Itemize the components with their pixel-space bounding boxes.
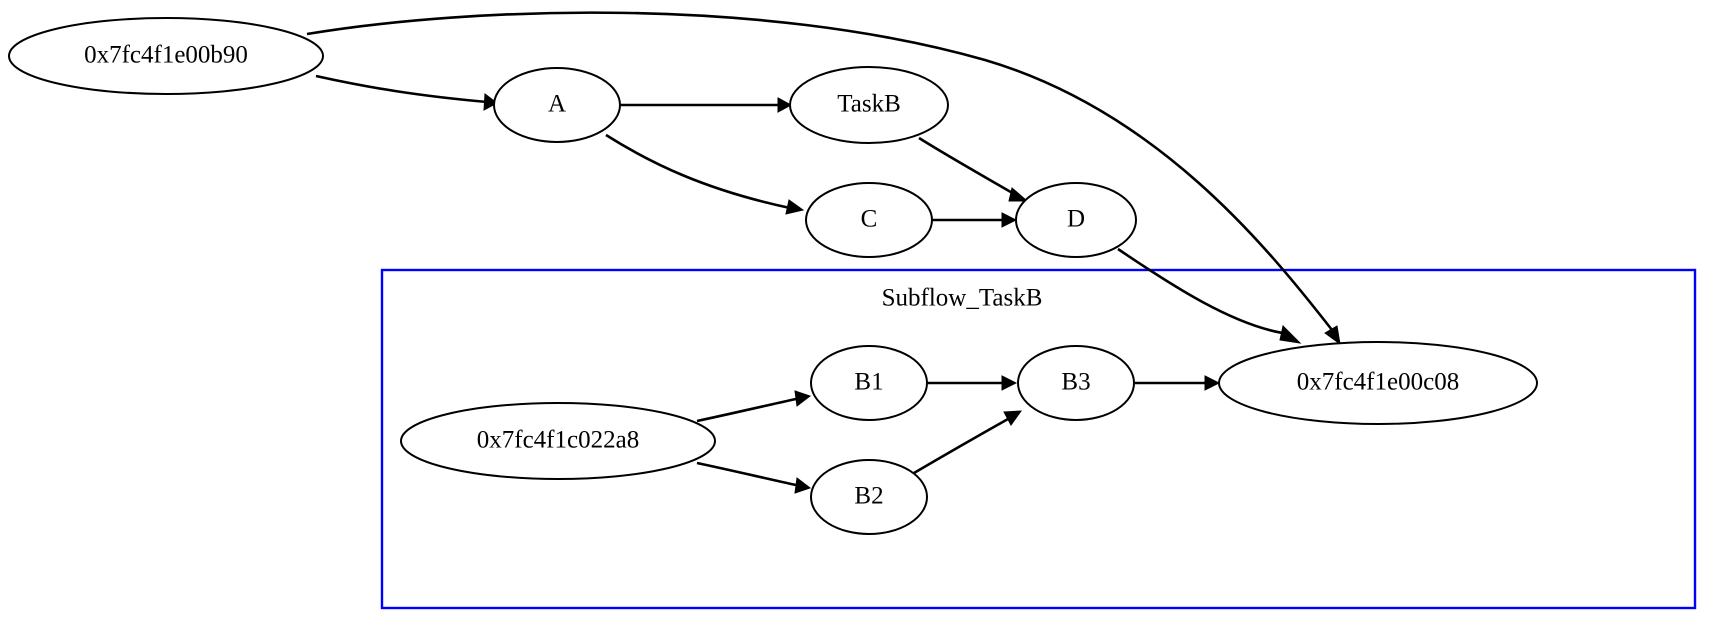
node-taskb[interactable]: TaskB <box>789 66 949 144</box>
edge-b2-to-b3-arrowhead <box>1003 410 1023 426</box>
node-b2[interactable]: B2 <box>810 459 928 535</box>
edge-b1-to-b3 <box>928 375 1018 391</box>
edge-b3-to-subend <box>1135 375 1221 391</box>
node-taskb-label: TaskB <box>837 91 901 118</box>
node-sub-start-label: 0x7fc4f1c022a8 <box>477 427 639 454</box>
node-b3[interactable]: B3 <box>1017 345 1135 421</box>
edge-substart-to-b2 <box>696 461 812 494</box>
node-b1-ellipse[interactable] <box>810 345 928 421</box>
edge-b2-to-b3 <box>913 410 1023 475</box>
node-b3-label: B3 <box>1061 369 1090 396</box>
edge-start-to-a-line <box>315 74 488 104</box>
edge-d-to-subend-arrowhead <box>1279 324 1302 344</box>
edge-d-to-subend-line <box>1117 247 1291 336</box>
edge-start-to-subend-line <box>306 11 1334 331</box>
node-sub-end-label: 0x7fc4f1e00c08 <box>1297 369 1459 396</box>
edge-b2-to-b3-line <box>913 417 1009 475</box>
edge-b3-to-subend-arrowhead <box>1204 375 1221 391</box>
edge-taskb-to-d <box>918 136 1029 202</box>
edge-substart-to-b1-line <box>696 397 797 423</box>
edge-substart-to-b1 <box>696 390 812 423</box>
edge-d-to-subend <box>1117 247 1302 344</box>
node-start[interactable]: 0x7fc4f1e00b90 <box>8 17 324 95</box>
node-b2-ellipse[interactable] <box>810 459 928 535</box>
node-start-label: 0x7fc4f1e00b90 <box>84 42 248 69</box>
edge-a-to-c-arrowhead <box>785 199 805 215</box>
cluster-subflow-border <box>380 268 1697 610</box>
node-d-ellipse[interactable] <box>1015 182 1137 258</box>
node-sub-start[interactable]: 0x7fc4f1c022a8 <box>400 402 716 480</box>
node-d[interactable]: D <box>1015 182 1137 258</box>
edge-start-to-a <box>315 74 498 111</box>
edge-a-to-taskb-arrowhead <box>777 97 793 113</box>
edge-start-to-a-arrowhead <box>483 93 498 111</box>
node-sub-end-ellipse[interactable] <box>1218 341 1538 425</box>
node-start-ellipse[interactable] <box>8 17 324 95</box>
edge-start-to-subend-arrowhead <box>1324 325 1341 346</box>
node-a-ellipse[interactable] <box>493 67 621 143</box>
edge-a-to-taskb <box>620 97 793 113</box>
edge-c-to-d <box>932 212 1018 228</box>
node-a[interactable]: A <box>493 67 621 143</box>
node-b3-ellipse[interactable] <box>1017 345 1135 421</box>
edge-substart-to-b1-arrowhead <box>794 390 812 407</box>
edge-a-to-c <box>605 133 805 215</box>
node-b1[interactable]: B1 <box>810 345 928 421</box>
node-c-ellipse[interactable] <box>805 182 933 258</box>
edge-substart-to-b2-arrowhead <box>794 477 812 494</box>
edge-taskb-to-d-arrowhead <box>1008 187 1029 202</box>
node-c[interactable]: C <box>805 182 933 258</box>
edge-c-to-d-arrowhead <box>1001 212 1018 228</box>
node-b1-label: B1 <box>854 369 883 396</box>
node-c-label: C <box>861 206 878 233</box>
node-b2-label: B2 <box>854 483 883 510</box>
cluster-subflow-taskb: Subflow_TaskB <box>380 268 1697 610</box>
edge-a-to-c-line <box>605 133 791 210</box>
cluster-subflow-label: Subflow_TaskB <box>882 285 1043 312</box>
node-a-label: A <box>548 91 566 118</box>
node-d-label: D <box>1067 206 1085 233</box>
edge-start-to-subend <box>306 11 1341 346</box>
edge-taskb-to-d-line <box>918 136 1017 197</box>
node-taskb-ellipse[interactable] <box>789 66 949 144</box>
edge-substart-to-b2-line <box>696 461 797 487</box>
node-sub-start-ellipse[interactable] <box>400 402 716 480</box>
edge-b1-to-b3-arrowhead <box>1001 375 1018 391</box>
node-sub-end[interactable]: 0x7fc4f1e00c08 <box>1218 341 1538 425</box>
